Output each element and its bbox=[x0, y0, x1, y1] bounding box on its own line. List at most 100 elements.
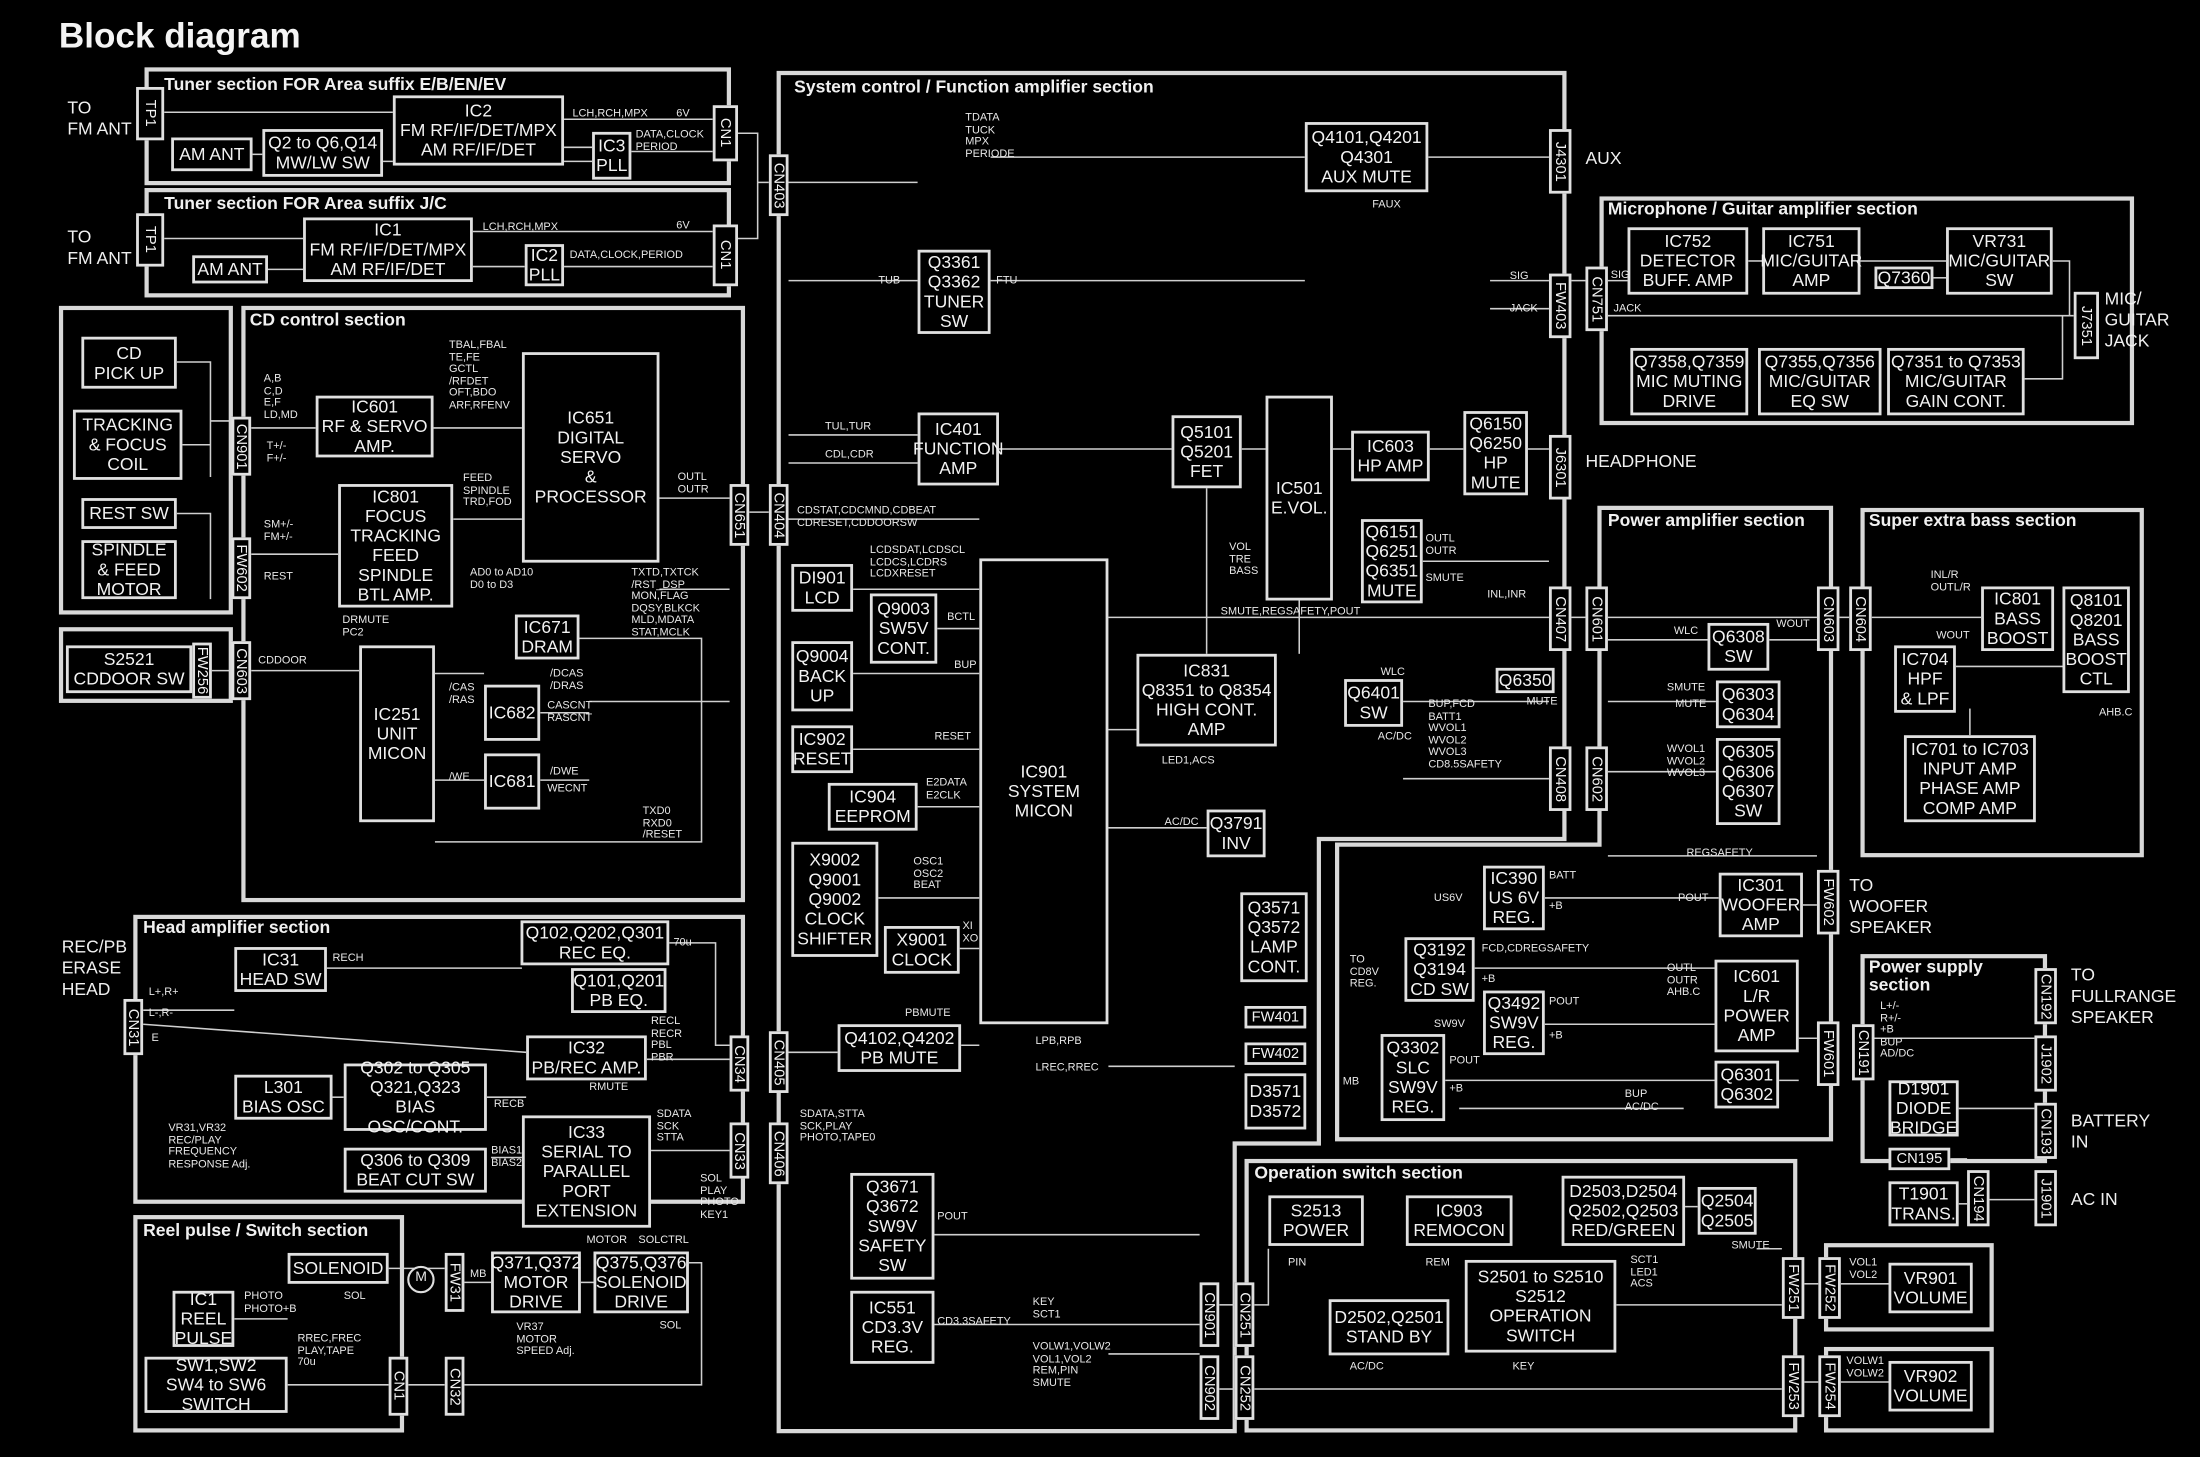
connector-label: J1901 bbox=[2037, 1178, 2055, 1219]
connector-label: FW253 bbox=[1784, 1362, 1802, 1410]
signal-label: RECL RECR PBL PBR bbox=[651, 1014, 683, 1064]
connector-label: CN602 bbox=[1588, 755, 1606, 802]
block-q7351: Q7351 to Q7353 MIC/GUITAR GAIN CONT. bbox=[1887, 347, 2025, 416]
signal-label: POUT bbox=[1548, 994, 1580, 1008]
signal-label: LCDSDAT,LCDSCL LCDCS,LCDRS LCDXRESET bbox=[869, 542, 966, 580]
signal-label: TXD0 RXD0 /RESET bbox=[642, 803, 683, 841]
block-ic3: IC3 PLL bbox=[592, 131, 632, 180]
block-s2521: S2521 CDDOOR SW bbox=[65, 645, 193, 694]
wire bbox=[143, 1023, 527, 1054]
signal-label: FEED SPINDLE TRD,FOD bbox=[463, 471, 512, 509]
block-ic752: IC752 DETECTOR BUFF. AMP bbox=[1627, 227, 1749, 295]
connector-fw403: FW403 bbox=[1548, 273, 1572, 339]
block-d2503: D2503,D2504 Q2502,Q2503 RED/GREEN bbox=[1561, 1175, 1686, 1246]
connector-label: FW602 bbox=[232, 544, 250, 592]
section-frame bbox=[58, 627, 233, 703]
signal-label: POUT bbox=[1449, 1053, 1480, 1067]
block-ic1t: IC1 FM RF/IF/DET/MPX AM RF/IF/DET bbox=[303, 217, 473, 283]
block-ic2a: IC2 FM RF/IF/DET/MPX AM RF/IF/DET bbox=[392, 95, 565, 166]
wire bbox=[2052, 260, 2071, 316]
signal-label: JACK bbox=[1613, 301, 1642, 315]
block-rest-sw: REST SW bbox=[81, 498, 177, 529]
block-q9003: Q9003 SW5V CONT. bbox=[869, 593, 938, 664]
wire bbox=[176, 361, 212, 478]
signal-label: AC/DC bbox=[1164, 815, 1199, 828]
connector-cn34: CN34 bbox=[729, 1035, 750, 1092]
block-ic601: IC601 RF & SERVO AMP. bbox=[315, 395, 434, 458]
connector-cn1a: CN1 bbox=[712, 105, 739, 162]
block-q8101: Q8101 Q8201 BASS BOOST CTL bbox=[2062, 586, 2130, 694]
connector-label: J4301 bbox=[1551, 141, 1569, 182]
signal-label: KEY SCT1 bbox=[1032, 1295, 1061, 1320]
signal-label: SIG bbox=[1509, 269, 1529, 283]
signal-label: BUP,FCD BATT1 WVOL1 WVOL2 WVOL3 CD8.5SAF… bbox=[1428, 697, 1502, 771]
signal-label: CDSTAT,CDCMND,CDBEAT CDRESET,CDDOORSW bbox=[796, 503, 937, 529]
connector-cn1r: CN1 bbox=[388, 1356, 409, 1416]
block-q4102: Q4102,Q4202 PB MUTE bbox=[837, 1024, 962, 1072]
signal-label: VOL TRE BASS bbox=[1229, 540, 1259, 577]
signal-label: /CAS /RAS bbox=[448, 680, 475, 706]
connector-cn1b: CN1 bbox=[712, 224, 739, 287]
external-label-fm-ant1: TO FM ANT bbox=[67, 98, 132, 139]
wire bbox=[2023, 315, 2064, 380]
connector-label: CN603 bbox=[232, 647, 250, 694]
connector-cn603cd: CN603 bbox=[231, 641, 252, 701]
signal-label: FAUX bbox=[1372, 197, 1401, 211]
signal-label: REST bbox=[263, 569, 293, 583]
connector-cn901cd: CN901 bbox=[231, 416, 252, 476]
signal-label: E bbox=[151, 1031, 159, 1044]
signal-label: BUP bbox=[954, 658, 977, 671]
block-q7355: Q7355,Q7356 MIC/GUITAR EQ SW bbox=[1758, 347, 1882, 416]
connector-label: CN192 bbox=[2037, 973, 2055, 1020]
signal-label: LCH,RCH,MPX bbox=[482, 220, 559, 233]
block-ic904: IC904 EEPROM bbox=[827, 782, 918, 831]
block-q9004: Q9004 BACK UP bbox=[791, 641, 854, 712]
connector-cn902: CN902 bbox=[1199, 1355, 1220, 1420]
external-label-fm-ant2: TO FM ANT bbox=[67, 227, 132, 268]
signal-label: PHOTO PHOTO+B bbox=[244, 1289, 297, 1315]
block-q6305: Q6305 Q6306 Q6307 SW bbox=[1715, 738, 1781, 825]
signal-label: WECNT bbox=[547, 781, 588, 795]
connector-fw31: FW31 bbox=[444, 1252, 465, 1312]
block-ic251: IC251 UNIT MICON bbox=[359, 645, 435, 823]
connector-label: CN32 bbox=[446, 1367, 464, 1406]
section-frame bbox=[133, 1215, 405, 1433]
connector-tp1a: TP1 bbox=[136, 86, 165, 141]
connector-cn651: CN651 bbox=[729, 484, 750, 546]
wire bbox=[434, 637, 703, 843]
signal-label: INL,INR bbox=[1487, 587, 1527, 601]
block-q3671: Q3671 Q3672 SW9V SAFETY SW bbox=[850, 1172, 935, 1280]
block-spindle: SPINDLE & FEED MOTOR bbox=[81, 540, 177, 600]
block-ic603: IC603 HP AMP bbox=[1351, 430, 1430, 482]
block-ic2pll: IC2 PLL bbox=[524, 244, 565, 287]
block-ic401: IC401 FUNCTION AMP bbox=[913, 412, 1004, 486]
power-amp-section-frame bbox=[1335, 505, 1834, 1142]
block-t1901: T1901 TRANS. bbox=[1888, 1181, 1959, 1227]
connector-cn601: CN601 bbox=[1585, 586, 1608, 652]
connector-cn604: CN604 bbox=[1849, 586, 1872, 652]
wire bbox=[464, 1261, 703, 1386]
section-title-bass: Super extra bass section bbox=[1868, 510, 2077, 531]
connector-tp1b: TP1 bbox=[136, 213, 165, 267]
connector-label: CN751 bbox=[1588, 275, 1606, 322]
signal-label: REGSAFETY bbox=[1686, 846, 1753, 859]
signal-label: WLC bbox=[1673, 624, 1699, 637]
signal-label: LCH,RCH,MPX bbox=[572, 106, 648, 120]
signal-label: M bbox=[415, 1269, 428, 1286]
signal-label: OUTL OUTR bbox=[677, 470, 709, 495]
signal-label: RMUTE bbox=[589, 1080, 629, 1093]
signal-label: SMUTE bbox=[1666, 680, 1706, 694]
signal-label: TO CD8V REG. bbox=[1349, 952, 1379, 990]
section-title-head: Head amplifier section bbox=[143, 917, 331, 938]
block-ic902: IC902 RESET bbox=[791, 725, 854, 774]
section-title-mic: Microphone / Guitar amplifier section bbox=[1607, 199, 1918, 219]
connector-fw602cd: FW602 bbox=[231, 537, 252, 600]
block-cd-pickup: CD PICK UP bbox=[81, 336, 177, 389]
block-q3302: Q3302 SLC SW9V REG. bbox=[1380, 1034, 1446, 1122]
signal-label: JACK bbox=[1509, 301, 1538, 315]
signal-label: 70u bbox=[673, 935, 692, 949]
signal-label: SCT1 LED1 ACS bbox=[1630, 1252, 1659, 1290]
block-q2504: Q2504 Q2505 bbox=[1697, 1186, 1757, 1235]
block-vr901: VR901 VOLUME bbox=[1888, 1262, 1973, 1314]
